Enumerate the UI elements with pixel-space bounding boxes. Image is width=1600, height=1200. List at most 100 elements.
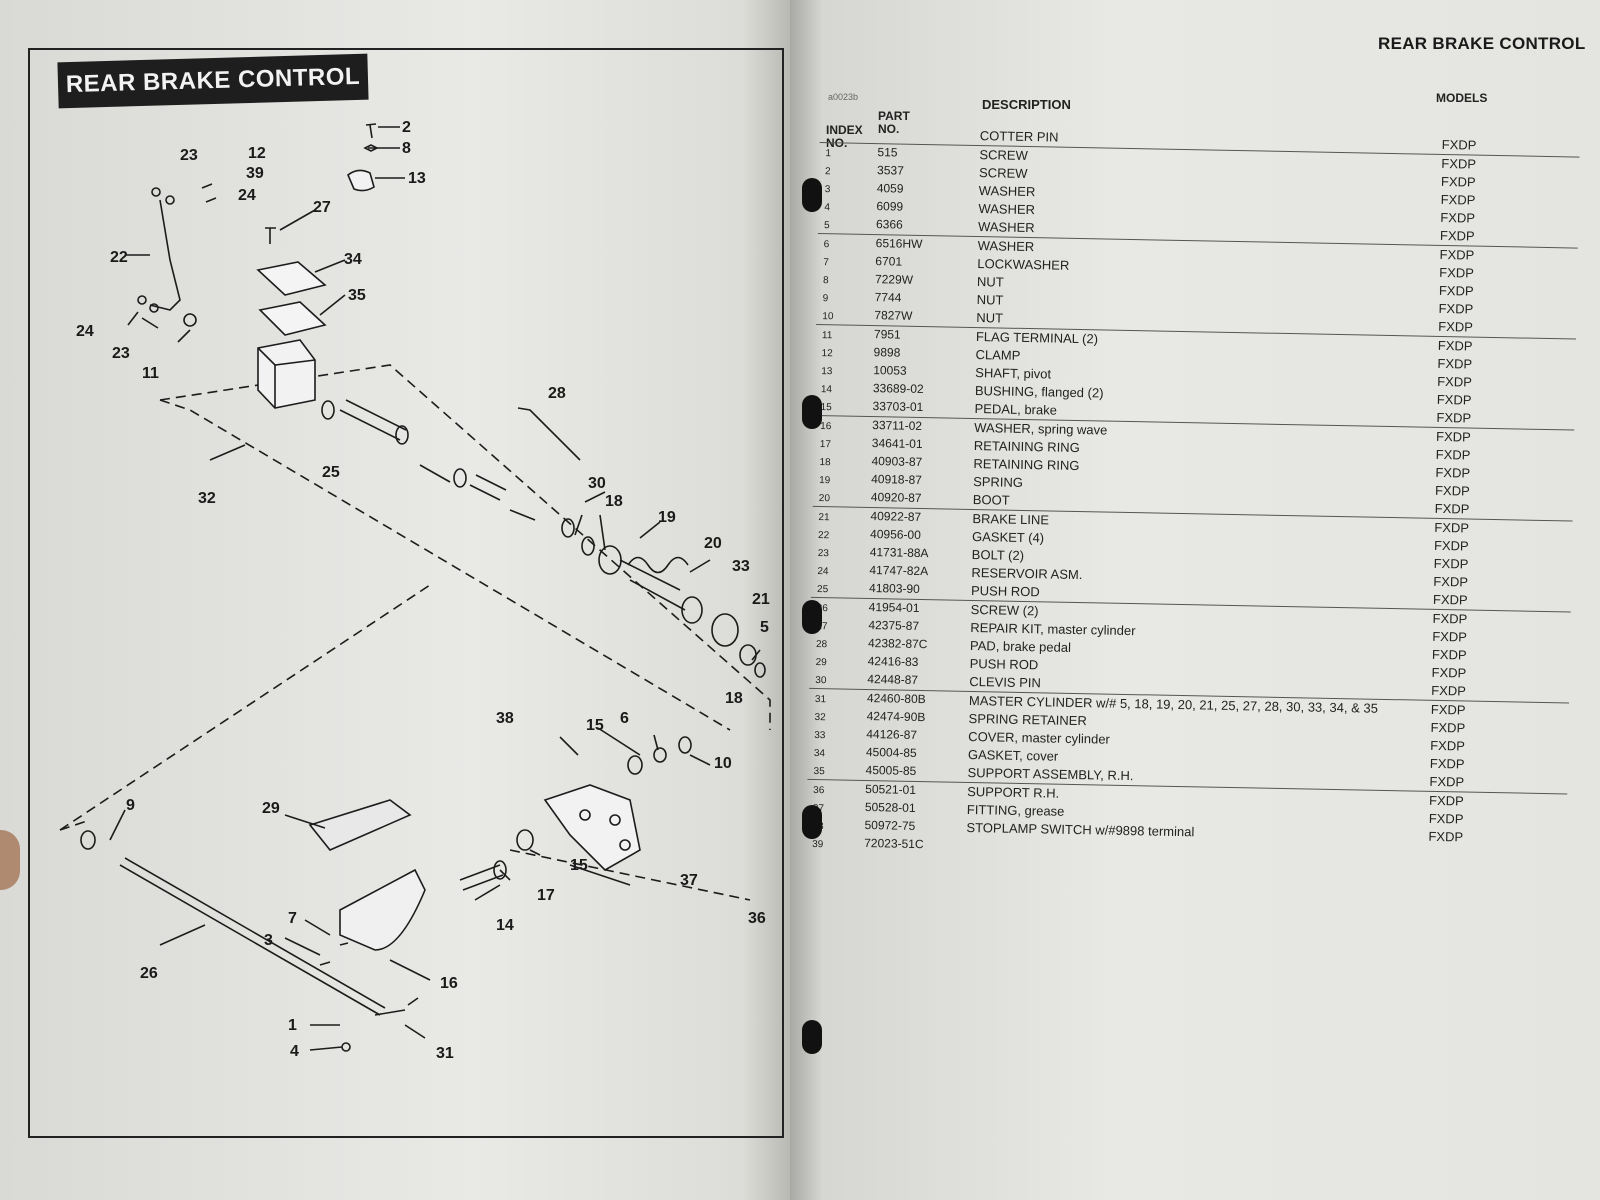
- description-cell: SCREW (2): [970, 601, 1039, 619]
- part-number-cell: 42416-83: [867, 654, 919, 669]
- model-cell: FXDP: [1435, 446, 1471, 463]
- model-cell: FXDP: [1433, 573, 1469, 590]
- index-cell: 33: [814, 730, 826, 742]
- callout-39: 39: [246, 165, 264, 182]
- model-cell: FXDP: [1430, 701, 1466, 718]
- part-number-cell: 6701: [875, 254, 903, 269]
- description-cell: WASHER: [978, 183, 1036, 200]
- callout-20: 20: [704, 535, 722, 552]
- model-cell: FXDP: [1430, 719, 1466, 736]
- index-cell: 6: [823, 239, 830, 251]
- part-number-cell: 9898: [873, 345, 901, 360]
- description-cell: PEDAL, brake: [974, 401, 1058, 418]
- description-cell: COTTER PIN: [979, 128, 1059, 145]
- model-cell: FXDP: [1435, 464, 1471, 481]
- index-cell: 5: [823, 220, 830, 232]
- callout-24: 24: [238, 187, 256, 204]
- index-cell: 35: [813, 765, 825, 778]
- part-number-cell: 33703-01: [872, 399, 924, 415]
- part-number-cell: 50528-01: [864, 799, 916, 815]
- callout-31: 31: [436, 1045, 454, 1062]
- description-cell: STOPLAMP SWITCH w/#9898 terminal: [966, 819, 1195, 840]
- index-cell: 36: [813, 784, 825, 797]
- callout-15-b: 15: [570, 857, 588, 874]
- part-number-cell: 34641-01: [871, 436, 923, 452]
- part-number-cell: 44126-87: [866, 727, 918, 742]
- binder-hole: [802, 600, 822, 634]
- binder-hole: [802, 805, 822, 839]
- description-cell: WASHER: [977, 238, 1035, 255]
- model-cell: FXDP: [1432, 591, 1468, 608]
- description-cell: SCREW: [979, 147, 1028, 163]
- model-cell: FXDP: [1434, 500, 1470, 517]
- callout-36: 36: [748, 910, 766, 927]
- callout-3: 3: [264, 932, 273, 949]
- model-cell: FXDP: [1434, 519, 1470, 536]
- part-number-cell: 40918-87: [871, 472, 923, 488]
- binder-hole: [802, 178, 822, 212]
- callout-24-b: 24: [76, 323, 94, 340]
- model-cell: FXDP: [1437, 355, 1473, 372]
- part-number-cell: 10053: [873, 363, 907, 378]
- model-cell: FXDP: [1430, 737, 1465, 754]
- index-cell: 20: [818, 493, 831, 505]
- callout-15: 15: [586, 717, 604, 734]
- description-cell: BUSHING, flanged (2): [974, 383, 1104, 401]
- model-cell: FXDP: [1435, 428, 1471, 445]
- col-header-models: MODELS: [1436, 91, 1488, 105]
- model-cell: FXDP: [1433, 537, 1469, 554]
- model-cell: FXDP: [1429, 773, 1465, 790]
- col-header-part-line1: PART: [878, 109, 910, 123]
- model-cell: FXDP: [1438, 318, 1474, 335]
- part-number-cell: 6516HW: [875, 236, 923, 251]
- description-cell: PAD, brake pedal: [969, 637, 1072, 655]
- index-cell: 14: [820, 384, 833, 396]
- callout-9: 9: [126, 797, 135, 814]
- model-cell: FXDP: [1428, 828, 1464, 845]
- part-number-cell: 515: [877, 145, 898, 160]
- model-cell: FXDP: [1436, 391, 1472, 408]
- model-cell: FXDP: [1438, 300, 1474, 317]
- description-cell: SUPPORT R.H.: [967, 783, 1060, 801]
- index-cell: 18: [819, 457, 831, 469]
- model-cell: FXDP: [1441, 136, 1477, 153]
- callout-27: 27: [313, 199, 331, 216]
- description-cell: BOOT: [972, 492, 1010, 508]
- callout-29: 29: [262, 800, 280, 817]
- model-cell: FXDP: [1436, 409, 1472, 426]
- model-cell: FXDP: [1438, 282, 1474, 299]
- page-header-title: REAR BRAKE CONTROL: [1378, 34, 1586, 53]
- diagram-frame: [28, 48, 784, 1138]
- description-cell: CLEVIS PIN: [969, 673, 1041, 691]
- model-cell: FXDP: [1429, 755, 1465, 772]
- callout-38: 38: [496, 710, 514, 727]
- callout-18: 18: [605, 493, 623, 510]
- index-cell: 8: [822, 275, 829, 287]
- part-number-cell: 50521-01: [865, 781, 917, 797]
- part-number-cell: 3537: [876, 163, 904, 178]
- model-cell: FXDP: [1434, 482, 1470, 499]
- index-cell: 9: [822, 293, 829, 305]
- index-cell: 34: [813, 748, 826, 760]
- model-cell: FXDP: [1441, 155, 1477, 172]
- model-cell: FXDP: [1437, 337, 1473, 354]
- index-cell: 21: [818, 512, 830, 524]
- callout-10: 10: [714, 755, 732, 772]
- model-cell: FXDP: [1439, 246, 1475, 263]
- callout-21: 21: [752, 591, 770, 608]
- col-header-description: DESCRIPTION: [982, 97, 1071, 112]
- callout-13: 13: [408, 170, 426, 187]
- callout-28: 28: [548, 385, 566, 402]
- part-number-cell: 41731-88A: [869, 545, 929, 561]
- binder-hole: [802, 395, 822, 429]
- index-cell: 3: [824, 184, 831, 196]
- description-cell: GASKET, cover: [967, 746, 1059, 764]
- part-number-cell: 41747-82A: [869, 563, 929, 579]
- model-cell: FXDP: [1432, 610, 1468, 627]
- callout-17: 17: [537, 887, 555, 904]
- model-cell: FXDP: [1439, 227, 1475, 244]
- index-cell: 19: [819, 475, 831, 487]
- col-header-part-line2: NO.: [878, 122, 900, 136]
- part-number-cell: 42375-87: [868, 618, 920, 633]
- callout-18-b: 18: [725, 690, 743, 707]
